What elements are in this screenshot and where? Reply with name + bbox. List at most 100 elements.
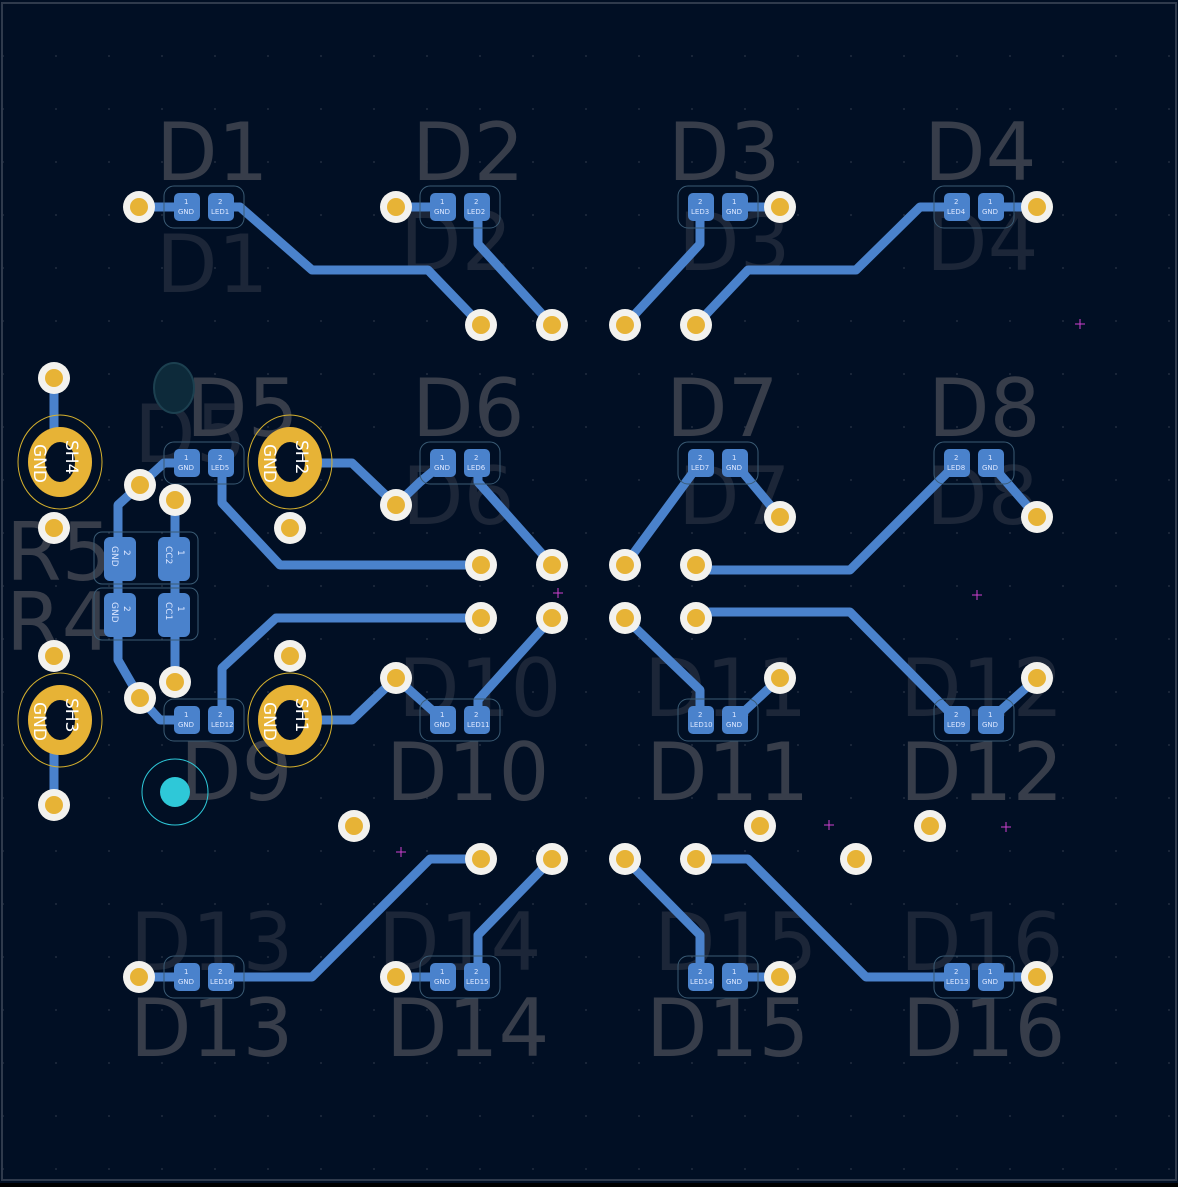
via: [744, 810, 776, 842]
footprint-r4: 2 GND 1 CC1: [93, 587, 199, 641]
footprint-d6: 1 GND 2 LED6: [419, 441, 501, 485]
svg-text:GND: GND: [982, 208, 998, 216]
plus-marker-icon: [824, 820, 834, 830]
sh3-gnd: GND: [29, 702, 49, 741]
svg-text:LED16: LED16: [210, 978, 233, 986]
svg-text:GND: GND: [434, 978, 450, 986]
svg-text:2: 2: [698, 968, 702, 976]
svg-text:LED7: LED7: [691, 464, 709, 472]
footprint-d4: 2 LED4 1 GND: [933, 185, 1015, 229]
svg-text:1: 1: [988, 198, 992, 206]
via: [38, 640, 70, 672]
via: [680, 549, 712, 581]
svg-text:1: 1: [732, 454, 736, 462]
crosshair-markers: [396, 319, 1085, 857]
plus-marker-icon: [396, 847, 406, 857]
ghost-label-d6: D6: [402, 450, 515, 543]
trace-d16-led: [691, 854, 962, 982]
designator-d15: D15: [646, 982, 809, 1075]
via: [465, 309, 497, 341]
vias: [38, 191, 1053, 993]
svg-text:LED2: LED2: [467, 208, 485, 216]
plus-marker-icon: [1001, 822, 1011, 832]
ghost-label-d1: D1: [156, 218, 269, 311]
trace-d8-led: [691, 458, 962, 575]
via: [609, 602, 641, 634]
svg-text:1: 1: [184, 711, 188, 719]
svg-text:GND: GND: [109, 602, 119, 623]
via: [1021, 662, 1053, 694]
svg-text:1: 1: [440, 454, 444, 462]
svg-text:GND: GND: [982, 978, 998, 986]
footprint-d14: 1 GND 2 LED15: [419, 955, 501, 999]
shield-sh3: SH3 GND: [17, 672, 103, 768]
via: [38, 362, 70, 394]
trace-d4-led: [691, 202, 962, 330]
svg-text:GND: GND: [726, 721, 742, 729]
led-footprints: 1 GND 2 LED1 1 GND 2 LED2 2 LED3 1 GND: [163, 185, 1015, 999]
designator-d2: D2: [412, 106, 525, 199]
svg-text:1: 1: [988, 968, 992, 976]
svg-text:GND: GND: [178, 721, 194, 729]
via: [124, 469, 156, 501]
designator-d14: D14: [386, 982, 549, 1075]
plus-marker-icon: [553, 588, 563, 598]
svg-text:2: 2: [121, 550, 131, 556]
trace-d9-led: [217, 613, 486, 725]
via: [1021, 501, 1053, 533]
trace-d12-led: [691, 607, 962, 725]
svg-text:2: 2: [474, 454, 478, 462]
sh4-gnd: GND: [29, 444, 49, 483]
via: [465, 602, 497, 634]
svg-text:LED9: LED9: [947, 721, 965, 729]
designator-d3: D3: [668, 106, 781, 199]
via: [1021, 191, 1053, 223]
via: [764, 961, 796, 993]
via: [536, 549, 568, 581]
circle-cursor-icon[interactable]: [141, 758, 209, 826]
designator-d11: D11: [646, 726, 809, 819]
via: [465, 549, 497, 581]
footprint-r5: 2 GND 1 CC2: [93, 531, 199, 585]
designator-d6: D6: [412, 362, 525, 455]
svg-text:2: 2: [954, 968, 958, 976]
designator-d13: D13: [130, 982, 293, 1075]
shield-sh2: SH2 GND: [247, 414, 333, 510]
via: [274, 512, 306, 544]
svg-text:2: 2: [474, 198, 478, 206]
svg-text:LED1: LED1: [211, 208, 229, 216]
svg-text:LED11: LED11: [467, 721, 490, 729]
svg-text:1: 1: [184, 454, 188, 462]
svg-text:1: 1: [184, 968, 188, 976]
svg-text:2: 2: [954, 711, 958, 719]
svg-text:GND: GND: [178, 208, 194, 216]
via: [680, 602, 712, 634]
svg-text:GND: GND: [982, 464, 998, 472]
via: [609, 549, 641, 581]
via: [609, 843, 641, 875]
via: [680, 843, 712, 875]
footprint-d13: 1 GND 2 LED16: [163, 955, 245, 999]
via: [1021, 961, 1053, 993]
svg-text:LED8: LED8: [947, 464, 965, 472]
svg-text:CC1: CC1: [163, 602, 173, 620]
designator-d12: D12: [900, 726, 1063, 819]
designator-d4: D4: [924, 106, 1037, 199]
svg-text:1: 1: [988, 454, 992, 462]
via: [38, 512, 70, 544]
svg-text:GND: GND: [726, 978, 742, 986]
svg-text:GND: GND: [726, 464, 742, 472]
svg-text:2: 2: [698, 454, 702, 462]
via: [123, 191, 155, 223]
via: [764, 662, 796, 694]
svg-text:1: 1: [175, 550, 185, 556]
designator-d16: D16: [902, 982, 1065, 1075]
designator-d1: D1: [156, 106, 269, 199]
via: [380, 961, 412, 993]
footprint-d16: 2 LED13 1 GND: [933, 955, 1015, 999]
svg-text:1: 1: [440, 711, 444, 719]
footprint-d3: 2 LED3 1 GND: [677, 185, 759, 229]
svg-text:2: 2: [121, 606, 131, 612]
